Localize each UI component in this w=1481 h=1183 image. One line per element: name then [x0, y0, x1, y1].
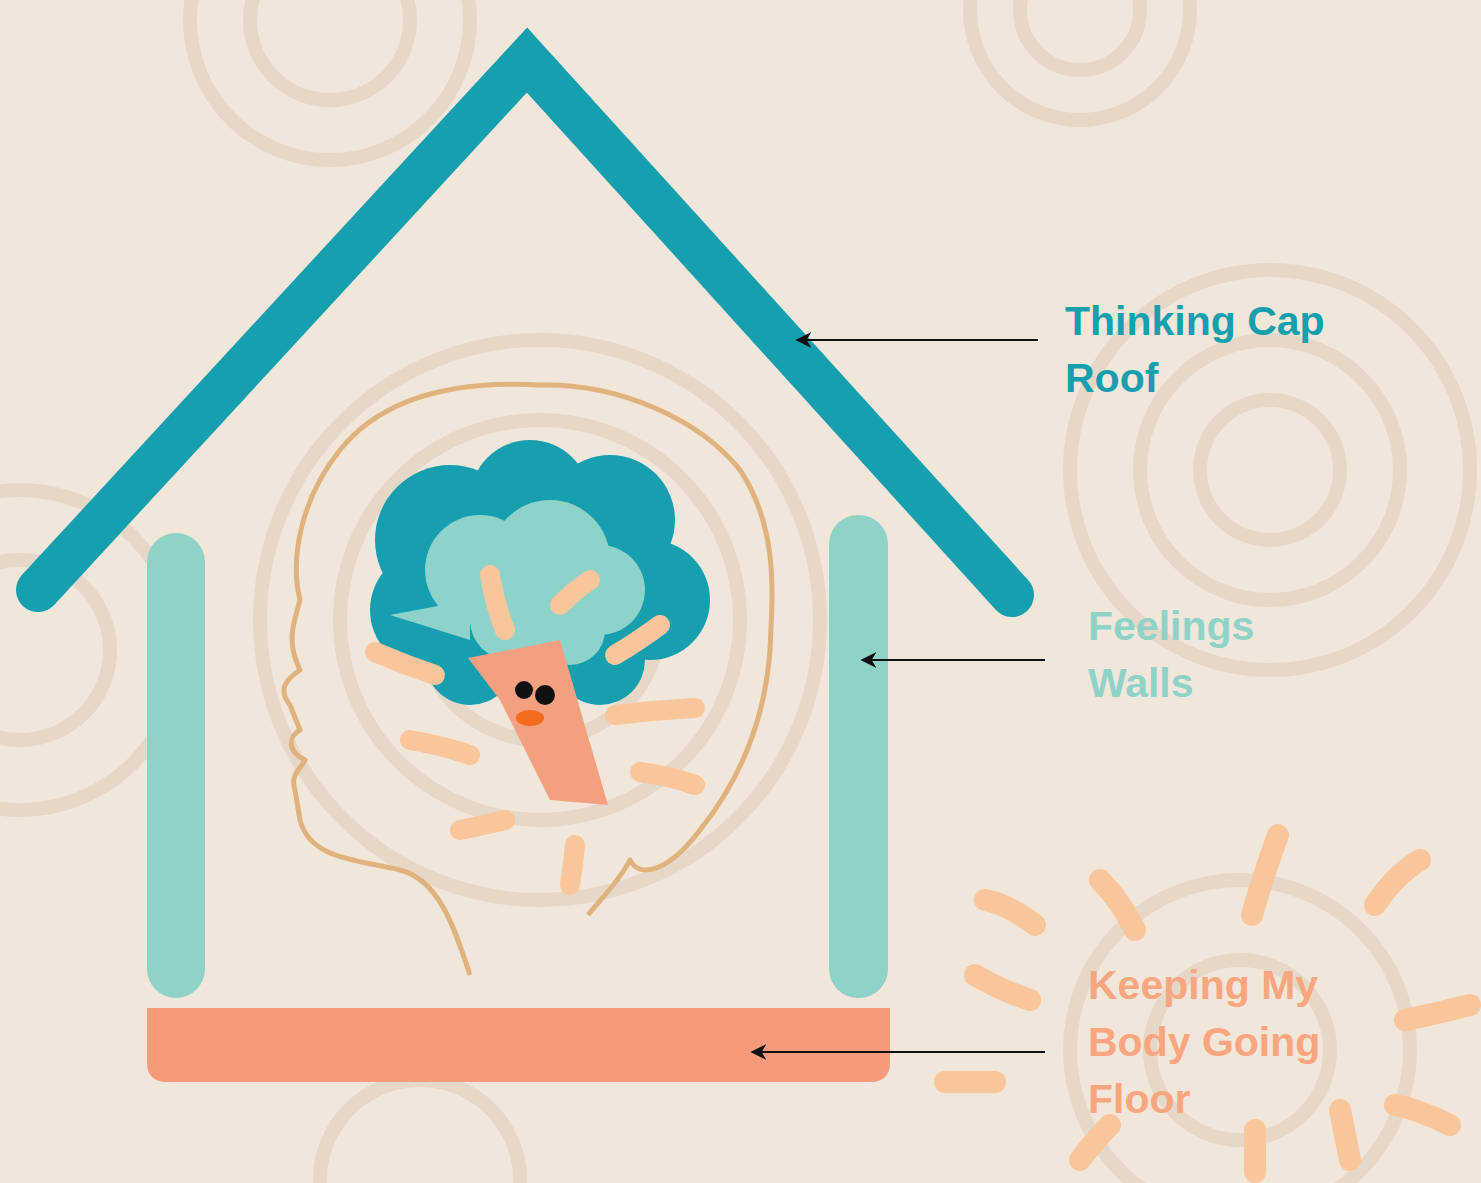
floor	[147, 1008, 890, 1082]
part-label: Feelings Walls	[1088, 598, 1328, 712]
left-wall	[147, 533, 205, 998]
sun-rays	[945, 835, 1470, 1172]
brainstem	[468, 640, 608, 805]
right-wall	[829, 515, 888, 998]
part-label: Keeping My Body Going Floor	[1088, 957, 1388, 1128]
glow-dashes	[375, 575, 695, 885]
brain-inner	[390, 500, 645, 665]
part-label: Thinking Cap Roof	[1065, 293, 1385, 407]
head-outline	[284, 384, 772, 975]
brainstem-face	[515, 681, 555, 726]
leader-arrows	[752, 340, 1045, 1052]
